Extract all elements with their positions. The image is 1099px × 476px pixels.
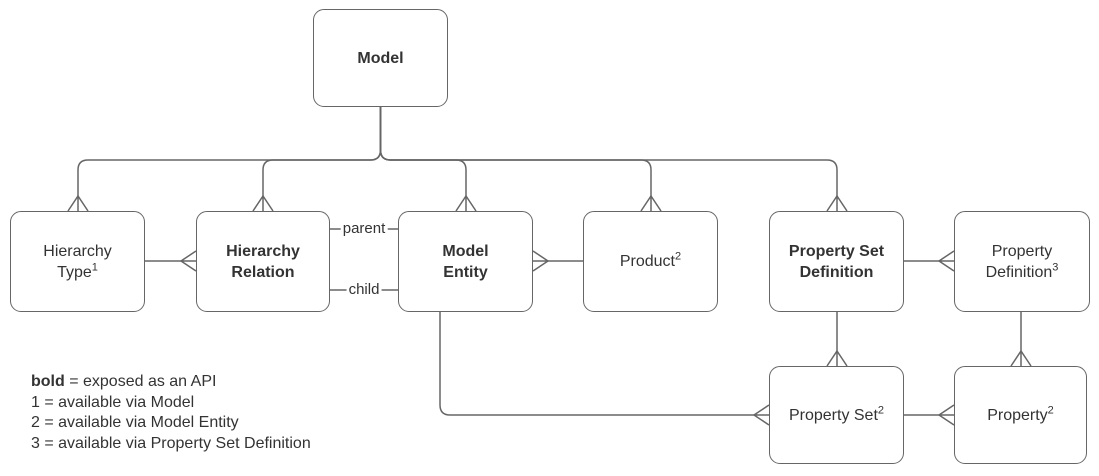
legend-line-1: 1 = available via Model [31, 393, 195, 411]
edge-model-to-hierarchy-relation [262, 107, 382, 196]
legend-line-3: 3 = available via Property Set Definitio… [31, 434, 311, 452]
crowsfoot-marker-property-top [1010, 349, 1032, 367]
node-property: Property2 [954, 366, 1087, 464]
node-property-definition-label: Property Definition3 [985, 242, 1059, 281]
node-hierarchy-type-label: Hierarchy Type1 [43, 242, 112, 281]
node-product-label: Product2 [619, 250, 682, 270]
node-property-definition: Property Definition3 [954, 211, 1090, 312]
node-product: Product2 [583, 211, 718, 312]
edge-model-to-property-set-definition [379, 107, 838, 196]
node-property-label: Property2 [987, 404, 1054, 424]
crowsfoot-marker-property-left [937, 404, 955, 426]
crowsfoot-marker-property-set-top [826, 349, 848, 367]
crowsfoot-marker-hierarchy-type-top [67, 194, 89, 212]
edge-label-parent: parent [340, 220, 388, 238]
node-property-set-label: Property Set2 [788, 404, 885, 424]
legend: bold = exposed as an API 1 = available v… [31, 372, 311, 454]
node-model-label: Model [357, 49, 404, 67]
crowsfoot-marker-hierarchy-relation-left [179, 250, 197, 272]
crowsfoot-marker-product-top [640, 194, 662, 212]
node-model-entity-label: Model Entity [442, 242, 489, 281]
node-property-set: Property Set2 [769, 366, 904, 464]
legend-line-bold: bold = exposed as an API [31, 373, 217, 390]
crowsfoot-marker-property-set-left [752, 404, 770, 426]
edge-model-to-model-entity [379, 107, 467, 196]
crowsfoot-marker-model-entity-right [532, 250, 550, 272]
crowsfoot-marker-property-definition-left [937, 250, 955, 272]
edge-label-child: child [346, 281, 382, 299]
edge-model-to-hierarchy-type [77, 107, 382, 196]
crowsfoot-marker-model-entity-top [455, 194, 477, 212]
node-property-set-definition: Property Set Definition [769, 211, 904, 312]
crowsfoot-marker-hierarchy-relation-top [252, 194, 274, 212]
node-model: Model [313, 9, 448, 107]
crowsfoot-marker-property-set-definition-top [826, 194, 848, 212]
node-property-set-definition-label: Property Set Definition [788, 242, 885, 281]
node-hierarchy-type: Hierarchy Type1 [10, 211, 145, 312]
edge-model-entity-to-property-set [439, 312, 754, 416]
edge-model-to-product [379, 107, 652, 196]
legend-line-2: 2 = available via Model Entity [31, 414, 239, 431]
node-model-entity: Model Entity [398, 211, 533, 312]
node-hierarchy-relation-label: Hierarchy Relation [226, 242, 300, 281]
node-hierarchy-relation: Hierarchy Relation [196, 211, 330, 312]
